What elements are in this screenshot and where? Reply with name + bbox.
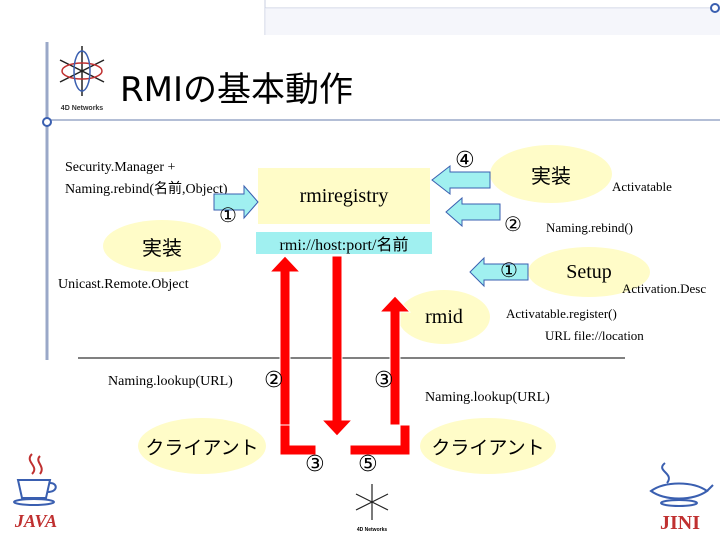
setup-label: Setup xyxy=(566,260,612,283)
cyan-arrow-setup xyxy=(469,256,529,288)
rmiregistry-label: rmiregistry xyxy=(299,184,389,207)
company-logo-top: 4D Networks xyxy=(52,42,112,114)
jini-text: JINI xyxy=(659,512,700,534)
red-arrow-bottom-left xyxy=(279,424,317,456)
right-client-node: クライアント xyxy=(420,418,556,474)
small-star-logo-icon xyxy=(355,484,389,520)
left-client-node: クライアント xyxy=(138,418,266,474)
security-manager-label: Security.Manager + xyxy=(65,160,176,175)
left-impl-node: 実装 xyxy=(103,220,221,272)
step-right-one: ① xyxy=(500,258,518,282)
left-lookup-label: Naming.lookup(URL) xyxy=(108,374,233,389)
star-logo-icon xyxy=(59,46,105,96)
step-bottom-five: ⑤ xyxy=(358,452,378,477)
right-client-label: クライアント xyxy=(431,436,545,459)
naming-rebind-label: Naming.rebind(名前,Object) xyxy=(65,182,228,197)
rmid-node: rmid xyxy=(398,290,490,344)
red-arrow-up-left xyxy=(268,255,302,426)
top-logo-text: 4D Networks xyxy=(60,105,104,112)
url-file-location-label: URL file://location xyxy=(545,328,644,343)
java-logo: JAVA xyxy=(10,450,62,531)
cyan-arrow-right-two xyxy=(445,196,501,228)
setup-node: Setup xyxy=(528,247,650,297)
red-arrow-bottom-right xyxy=(349,424,411,456)
left-impl-label: 実装 xyxy=(142,235,182,260)
bottom-logo-text: 4D Networks xyxy=(356,527,388,533)
jini-logo: JINI xyxy=(645,455,715,535)
rmiregistry-box: rmiregistry xyxy=(258,168,430,224)
page-title: RMIの基本動作 xyxy=(120,70,353,110)
red-arrow-down-right xyxy=(320,255,354,437)
right-impl-label: 実装 xyxy=(531,163,571,188)
coffee-cup-icon xyxy=(13,453,57,506)
step-bottom-three: ③ xyxy=(305,452,325,477)
step-right-two: ② xyxy=(504,212,522,236)
right-impl-node: 実装 xyxy=(490,145,612,203)
red-arrow-up-rmid xyxy=(378,295,412,426)
activatable-label: Activatable xyxy=(612,179,672,194)
step-left-one: ① xyxy=(219,203,237,227)
rmi-url-label: rmi://host:port/名前 xyxy=(279,237,409,254)
rmid-label: rmid xyxy=(425,305,463,328)
lamp-icon xyxy=(649,462,714,507)
unicast-remote-object-label: Unicast.Remote.Object xyxy=(58,277,189,292)
java-text: JAVA xyxy=(14,511,58,531)
step-center-two: ② xyxy=(264,368,284,393)
activation-desc-label: Activation.Desc xyxy=(622,281,707,296)
left-client-label: クライアント xyxy=(145,436,259,459)
step-center-three: ③ xyxy=(374,368,394,393)
rmi-url-box: rmi://host:port/名前 xyxy=(256,232,432,254)
step-top-four: ④ xyxy=(455,148,475,173)
cyan-arrow-top-right xyxy=(431,164,491,196)
cyan-arrow-left xyxy=(213,184,259,220)
right-lookup-label: Naming.lookup(URL) xyxy=(425,390,550,405)
naming-rebind-right-label: Naming.rebind() xyxy=(546,220,634,235)
activatable-register-label: Activatable.register() xyxy=(506,306,617,321)
company-logo-bottom: 4D Networks xyxy=(352,482,392,533)
